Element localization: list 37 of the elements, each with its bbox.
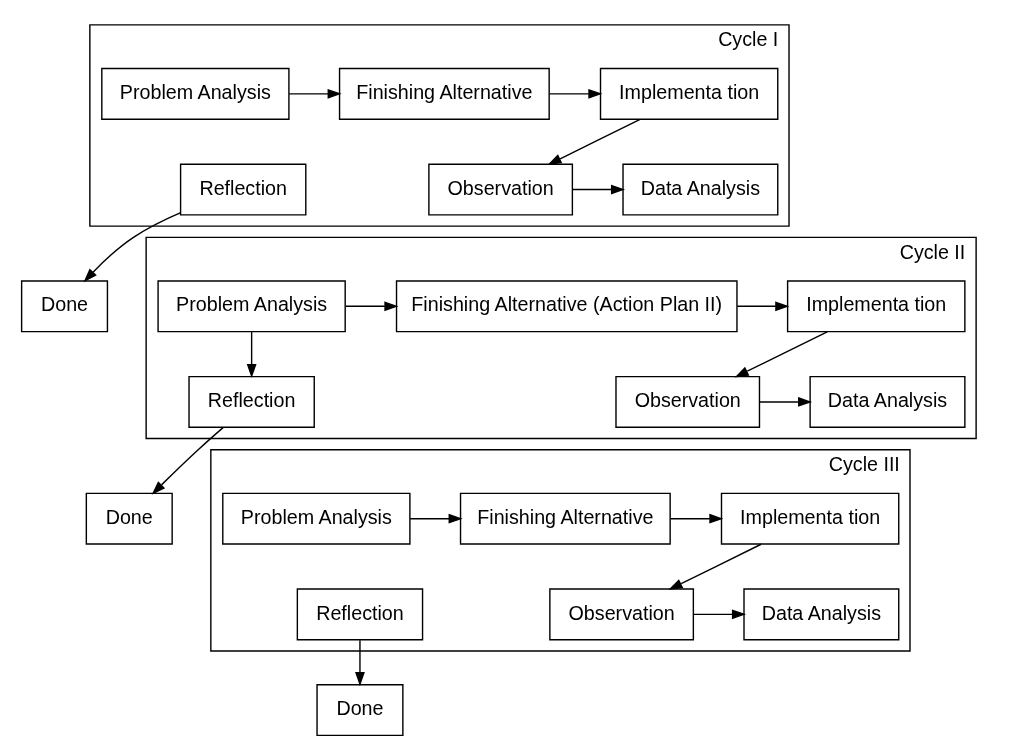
node-box: Data Analysis — [743, 588, 900, 641]
node-box: Implementa tion — [599, 67, 779, 120]
node-box: Observation — [615, 375, 761, 428]
node-box: Data Analysis — [622, 163, 779, 216]
node-box: Finishing Alternative — [338, 67, 550, 120]
arrow — [571, 184, 626, 195]
node-box: Observation — [549, 588, 695, 641]
arrow — [668, 543, 762, 590]
arrow — [246, 331, 257, 379]
arrow — [736, 301, 790, 312]
arrow — [548, 88, 603, 99]
arrow — [345, 301, 399, 312]
node-box: Reflection — [296, 588, 424, 641]
arrow — [758, 397, 813, 407]
arrow — [83, 212, 181, 283]
node-box: Problem Analysis — [222, 492, 411, 545]
arrow — [547, 118, 641, 166]
arrow — [151, 426, 224, 495]
node-box: Finishing Alternative (Action Plan II) — [395, 280, 738, 333]
node-box: Finishing Alternative — [459, 492, 671, 545]
arrow — [692, 609, 747, 620]
node-box: Observation — [428, 163, 574, 216]
node-box: Problem Analysis — [101, 67, 290, 120]
arrow — [734, 331, 828, 378]
arrow — [669, 513, 724, 524]
node-box: Done — [85, 492, 173, 545]
node-box: Implementa tion — [720, 492, 900, 545]
node-box: Reflection — [188, 375, 315, 428]
arrow — [355, 639, 365, 687]
arrow — [409, 513, 463, 524]
node-box: Done — [316, 684, 404, 737]
node-box: Implementa tion — [786, 280, 966, 333]
arrow — [288, 88, 342, 99]
node-box: Done — [20, 280, 109, 333]
node-box: Problem Analysis — [157, 280, 346, 333]
node-box: Data Analysis — [809, 375, 966, 428]
node-box: Reflection — [179, 163, 307, 216]
